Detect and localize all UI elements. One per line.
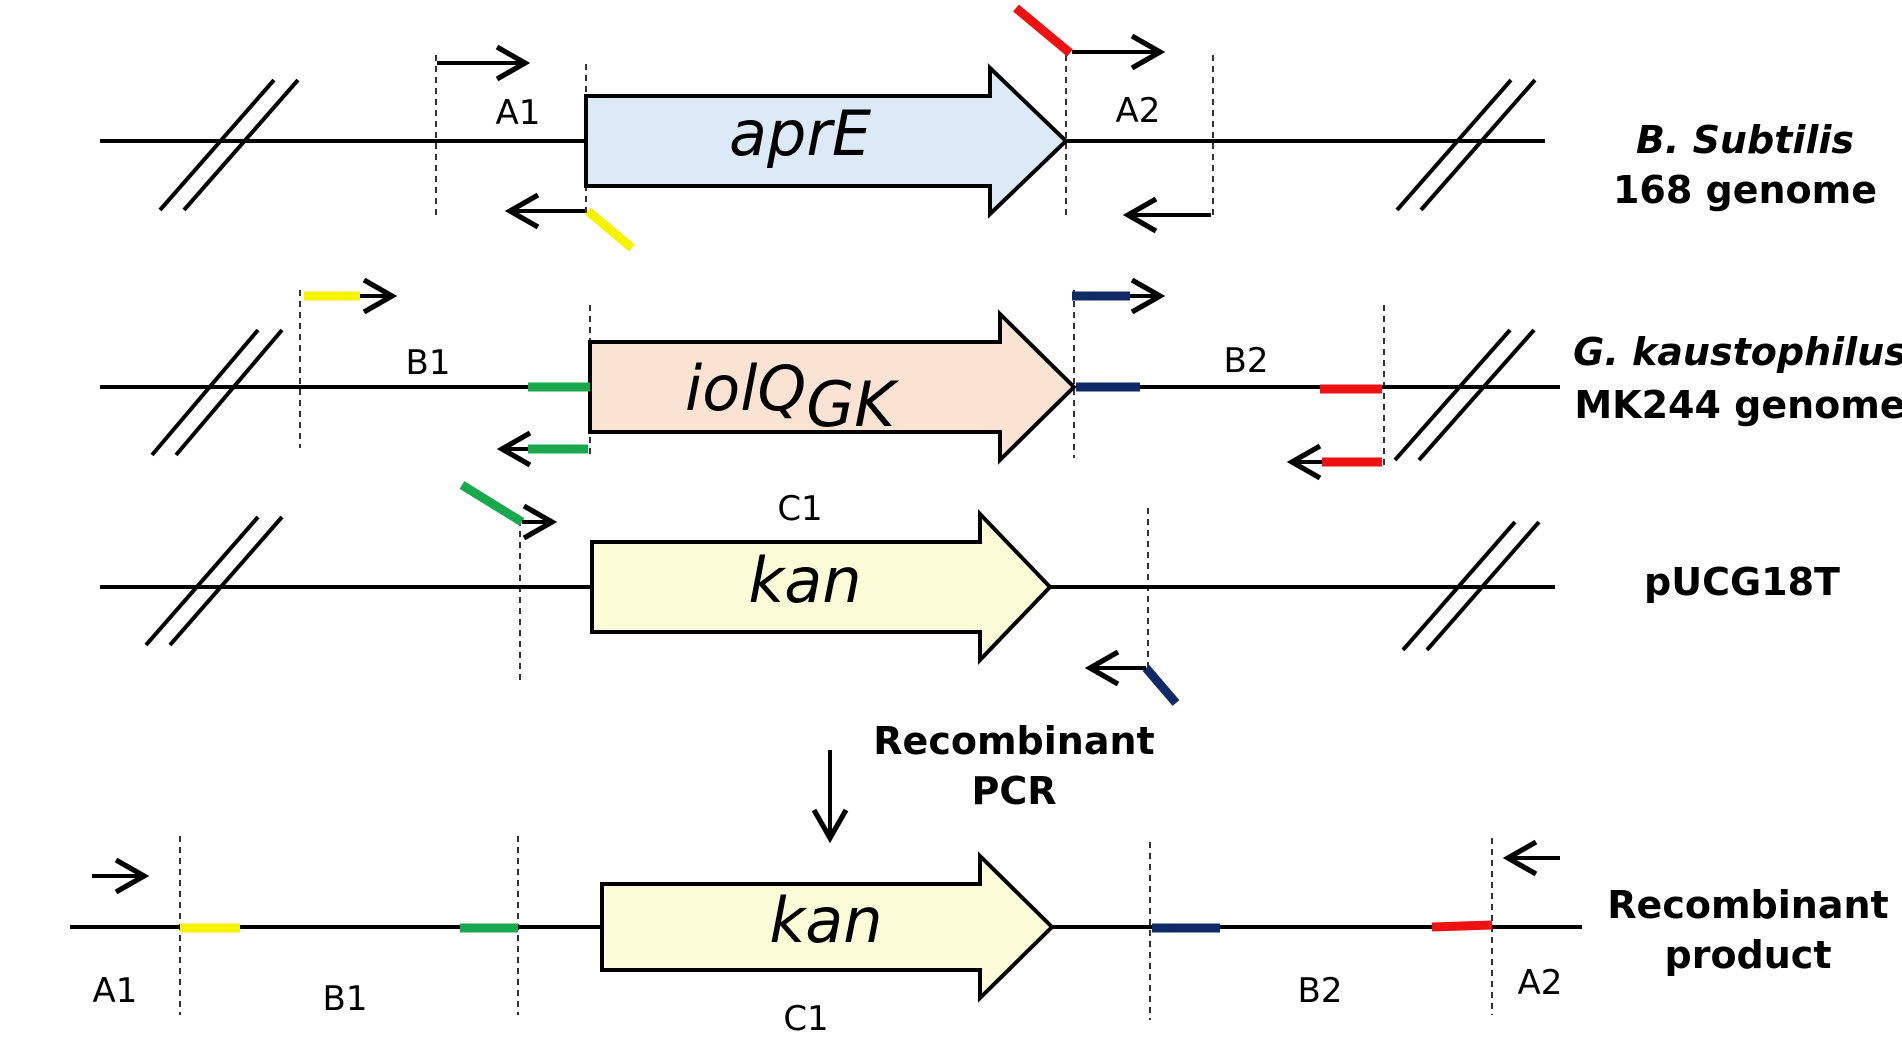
product-label: Recombinant xyxy=(1607,883,1888,927)
break-mark-left xyxy=(158,78,300,212)
region-label-C1: C1 xyxy=(777,489,822,529)
row-product: kan A1 B1 C1 B2 A2 Recombinant product xyxy=(70,836,1889,1039)
break-mark-right xyxy=(1393,328,1536,462)
region-label-A1: A1 xyxy=(496,93,541,133)
break-mark-left xyxy=(144,515,284,647)
kan-gene-label: kan xyxy=(748,544,861,617)
region-label-B2: B2 xyxy=(1298,971,1343,1011)
primer-tail-green xyxy=(459,481,525,526)
segment-red xyxy=(1431,920,1493,932)
region-label-A2: A2 xyxy=(1518,963,1563,1003)
primer-tail-red xyxy=(1013,4,1073,57)
genome-label-gkaustophilus: G. kaustophilus xyxy=(1573,330,1902,374)
kan-gene-label: kan xyxy=(769,884,882,957)
region-label-A2: A2 xyxy=(1116,91,1161,131)
primer-tail-yellow xyxy=(585,207,635,252)
region-label-B2: B2 xyxy=(1224,341,1269,381)
break-mark-left xyxy=(150,328,284,457)
row-plasmid: kan C1 pUCG18T xyxy=(100,481,1840,706)
step-label: Recombinant xyxy=(873,719,1154,763)
genome-label-bsubtilis: B. Subtilis xyxy=(1636,118,1854,162)
step-recombinant-pcr: Recombinant PCR xyxy=(811,719,1155,844)
region-label-B1: B1 xyxy=(406,343,451,383)
genome-label-bsubtilis-line2: 168 genome xyxy=(1613,168,1877,212)
step-label-line2: PCR xyxy=(972,769,1057,813)
iolQ-gene-arrow xyxy=(588,309,1077,465)
row-gkaustophilus: iolQGK B1 B2 G. kaustophilus MK244 genom… xyxy=(100,277,1902,481)
break-mark-right xyxy=(1395,78,1537,212)
row-bsubtilis: aprE A1 A2 B. Subtilis 168 genome xyxy=(100,4,1877,252)
aprE-gene-arrow xyxy=(584,63,1069,219)
region-label-A1: A1 xyxy=(93,971,138,1011)
break-mark-right xyxy=(1401,520,1541,652)
kan-gene-arrow-product xyxy=(600,851,1055,1003)
region-label-B1: B1 xyxy=(323,979,368,1019)
kan-gene-arrow xyxy=(590,509,1053,665)
iolQ-gene-label: iolQGK xyxy=(685,352,899,441)
product-label-line2: product xyxy=(1665,933,1832,977)
plasmid-label: pUCG18T xyxy=(1644,560,1840,604)
primer-tail-navy xyxy=(1142,665,1180,706)
region-label-C1: C1 xyxy=(783,999,828,1039)
genome-label-gkaustophilus-line2: MK244 genome xyxy=(1574,383,1902,427)
aprE-gene-label: aprE xyxy=(729,97,872,170)
